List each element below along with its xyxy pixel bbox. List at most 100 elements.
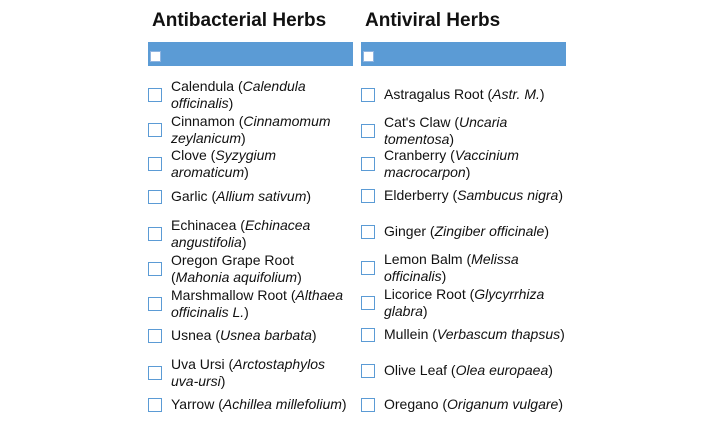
herb-label: Ginger (Zingiber officinale)	[384, 223, 569, 240]
latin-open-paren: (	[446, 147, 455, 163]
herb-checkbox[interactable]	[148, 262, 162, 276]
latin-open-paren: (	[438, 396, 448, 412]
herb-common-name: Clove	[171, 147, 207, 163]
latin-close-paren: )	[441, 268, 447, 284]
latin-close-paren: )	[244, 164, 249, 180]
herb-label: Astragalus Root (Astr. M.)	[384, 86, 569, 103]
herb-checkbox[interactable]	[361, 261, 375, 275]
column-heading: Antiviral Herbs	[365, 10, 501, 31]
herb-common-name: Marshmallow Root	[171, 287, 287, 303]
herb-checkbox[interactable]	[148, 366, 162, 380]
herb-common-name: Astragalus Root	[384, 86, 484, 102]
herb-label: Mullein (Verbascum thapsus)	[384, 326, 569, 343]
herb-latin-name: Echinacea angustifolia	[171, 217, 311, 250]
latin-close-paren: )	[341, 396, 347, 412]
herb-checkbox[interactable]	[361, 189, 375, 203]
herb-common-name: Ginger	[384, 223, 427, 239]
herb-latin-name: Vaccinium macrocarpon	[384, 147, 519, 180]
herb-common-name: Mullein	[384, 326, 429, 342]
herb-latin-name: Melissa officinalis	[384, 251, 519, 284]
latin-close-paren: )	[548, 362, 553, 378]
header-bar	[361, 42, 566, 66]
latin-close-paren: )	[558, 396, 563, 412]
latin-close-paren: )	[449, 131, 455, 147]
herb-common-name: Calendula	[171, 78, 235, 94]
latin-close-paren: )	[560, 326, 565, 342]
header-bar-checkbox[interactable]	[150, 51, 161, 62]
latin-close-paren: )	[311, 327, 317, 343]
herb-checkbox[interactable]	[148, 398, 162, 412]
herb-checkbox[interactable]	[148, 157, 162, 171]
herb-common-name: Echinacea	[171, 217, 237, 233]
latin-open-paren: (	[286, 287, 296, 303]
herb-checkbox[interactable]	[361, 88, 375, 102]
latin-open-paren: (	[211, 327, 221, 343]
herb-checkbox[interactable]	[361, 296, 375, 310]
latin-open-paren: (	[236, 217, 245, 233]
latin-open-paren: (	[428, 326, 437, 342]
herb-checkbox[interactable]	[148, 190, 162, 204]
herb-label: Garlic (Allium sativum)	[171, 188, 356, 205]
latin-open-paren: (	[465, 286, 475, 302]
herb-common-name: Yarrow	[171, 396, 215, 412]
herb-label: Oregon Grape Root (Mahonia aquifolium)	[171, 252, 356, 286]
herb-checkbox[interactable]	[148, 88, 162, 102]
herb-label: Uva Ursi (Arctostaphylos uva-ursi)	[171, 356, 356, 390]
herb-common-name: Elderberry	[384, 187, 449, 203]
herb-checkbox[interactable]	[361, 364, 375, 378]
header-bar	[148, 42, 353, 66]
herb-common-name: Licorice Root	[384, 286, 466, 302]
herb-latin-name: Origanum vulgare	[447, 396, 559, 412]
latin-close-paren: )	[558, 187, 563, 203]
herb-latin-name: Zingiber officinale	[434, 223, 545, 239]
herb-checkbox[interactable]	[148, 227, 162, 241]
herb-checkbox[interactable]	[148, 123, 162, 137]
latin-close-paren: )	[241, 130, 246, 146]
latin-close-paren: )	[241, 234, 247, 250]
herb-latin-name: Mahonia aquifolium	[175, 269, 298, 285]
herb-latin-name: Calendula officinalis	[171, 78, 306, 111]
herb-latin-name: Syzygium aromaticum	[171, 147, 277, 180]
latin-close-paren: )	[220, 373, 226, 389]
herb-label: Marshmallow Root (Althaea officinalis L.…	[171, 287, 356, 321]
latin-close-paren: )	[228, 95, 234, 111]
herb-checkbox[interactable]	[361, 124, 375, 138]
herb-label: Usnea (Usnea barbata)	[171, 327, 356, 344]
herb-latin-name: Cinnamomum zeylanicum	[171, 113, 331, 146]
herb-checkbox[interactable]	[148, 297, 162, 311]
herb-checkbox[interactable]	[148, 329, 162, 343]
latin-open-paren: (	[234, 78, 243, 94]
herb-common-name: Cinnamon	[171, 113, 235, 129]
latin-open-paren: (	[171, 269, 176, 285]
header-bar-checkbox[interactable]	[363, 51, 374, 62]
herb-common-name: Usnea	[171, 327, 212, 343]
herb-checkbox[interactable]	[361, 328, 375, 342]
herb-latin-name: Glycyrrhiza glabra	[384, 286, 545, 319]
herb-latin-name: Olea europaea	[455, 362, 549, 378]
herb-label: Licorice Root (Glycyrrhiza glabra)	[384, 286, 569, 320]
latin-open-paren: (	[450, 114, 460, 130]
column-heading: Antibacterial Herbs	[152, 10, 327, 31]
herb-checkbox[interactable]	[361, 157, 375, 171]
herb-latin-name: Usnea barbata	[220, 327, 312, 343]
herb-label: Lemon Balm (Melissa officinalis)	[384, 251, 569, 285]
latin-open-paren: (	[207, 188, 217, 204]
herb-latin-name: Allium sativum	[216, 188, 307, 204]
herb-checkbox[interactable]	[361, 225, 375, 239]
latin-close-paren: )	[544, 223, 549, 239]
latin-close-paren: )	[539, 86, 545, 102]
herb-latin-name: Astr. M.	[492, 86, 540, 102]
latin-open-paren: (	[234, 113, 244, 129]
herb-checkbox[interactable]	[361, 398, 375, 412]
herb-latin-name: Althaea officinalis L.	[171, 287, 343, 320]
latin-open-paren: (	[426, 223, 435, 239]
herb-label: Calendula (Calendula officinalis)	[171, 78, 356, 112]
herb-label: Yarrow (Achillea millefolium)	[171, 396, 356, 413]
latin-close-paren: )	[306, 188, 312, 204]
herb-label: Cinnamon (Cinnamomum zeylanicum)	[171, 113, 356, 147]
herb-label: Elderberry (Sambucus nigra)	[384, 187, 569, 204]
herb-common-name: Oregano	[384, 396, 439, 412]
herb-label: Oregano (Origanum vulgare)	[384, 396, 569, 413]
latin-close-paren: )	[465, 164, 471, 180]
herb-latin-name: Achillea millefolium	[222, 396, 342, 412]
